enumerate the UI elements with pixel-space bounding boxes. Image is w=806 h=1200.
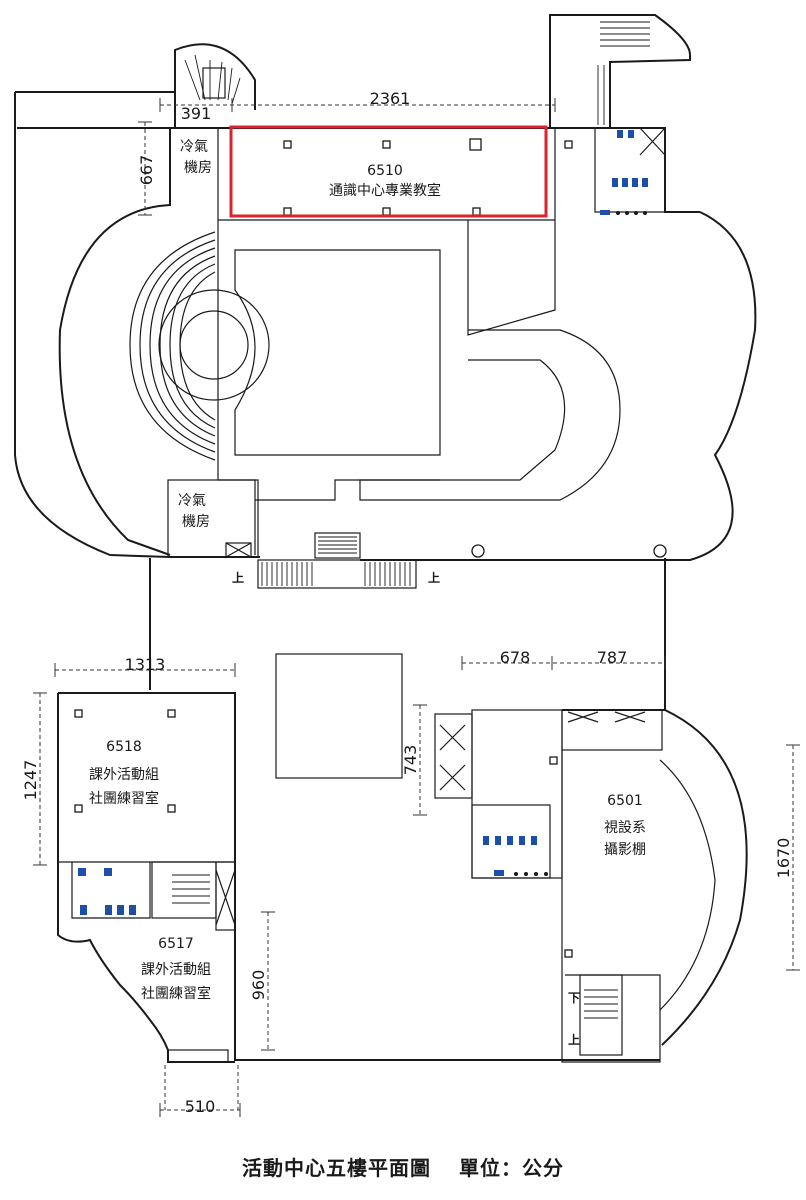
middle-ac-room bbox=[167, 479, 259, 558]
dim-787: 787 bbox=[597, 648, 628, 667]
center-stairs: 上 上 bbox=[232, 532, 440, 589]
ac-room-top-line2: 機房 bbox=[184, 160, 212, 176]
top-right-stair bbox=[549, 14, 691, 128]
dim-391: 391 bbox=[181, 104, 212, 123]
dim-667: 667 bbox=[137, 155, 156, 186]
room-6518-line1: 課外活動組 bbox=[89, 767, 159, 783]
plan-unit: 單位：公分 bbox=[459, 1156, 564, 1180]
dimension-lines bbox=[33, 98, 800, 1117]
south-columns bbox=[471, 544, 667, 558]
ac-room-mid-line1: 冷氣 bbox=[178, 493, 206, 509]
dim-1247: 1247 bbox=[21, 760, 40, 801]
dim-960: 960 bbox=[249, 970, 268, 1001]
dim-2361: 2361 bbox=[370, 89, 411, 108]
stair-up-mark-lower: 上 bbox=[568, 1032, 580, 1047]
room-6517-number: 6517 bbox=[158, 936, 194, 952]
stair-down-mark: 下 bbox=[568, 991, 580, 1005]
room-6517-line1: 課外活動組 bbox=[141, 962, 211, 978]
room-6501-number: 6501 bbox=[607, 793, 643, 809]
stair-up-mark-right: 上 bbox=[428, 570, 440, 585]
room-6510-number: 6510 bbox=[367, 163, 403, 179]
room-6501-line1: 視設系 bbox=[604, 820, 646, 836]
room-6510-highlight[interactable] bbox=[229, 125, 548, 218]
dim-678: 678 bbox=[500, 648, 531, 667]
dim-1313: 1313 bbox=[125, 655, 166, 674]
room-6518-line2: 社團練習室 bbox=[89, 790, 159, 807]
dim-510: 510 bbox=[185, 1097, 216, 1116]
central-void bbox=[275, 653, 403, 779]
ac-room-top-line1: 冷氣 bbox=[180, 139, 208, 155]
stair-up-mark-left: 上 bbox=[232, 570, 244, 585]
square-columns bbox=[74, 138, 573, 958]
ac-room-mid-line2: 機房 bbox=[182, 514, 210, 530]
room-6518-number: 6518 bbox=[106, 739, 142, 755]
lower-left-washroom bbox=[78, 861, 236, 931]
lower-right-block: 下 上 bbox=[434, 709, 748, 1063]
top-left-stair bbox=[174, 43, 256, 110]
room-6517-line2: 社團練習室 bbox=[141, 985, 211, 1002]
room-6510-name: 通識中心專業教室 bbox=[329, 182, 441, 199]
top-washroom bbox=[594, 127, 666, 215]
dim-743: 743 bbox=[401, 745, 420, 776]
bleacher-arcs bbox=[129, 231, 216, 461]
dim-1670: 1670 bbox=[774, 838, 793, 879]
room-6501-line2: 攝影棚 bbox=[604, 842, 646, 858]
plan-footer: 活動中心五樓平面圖 單位：公分 bbox=[0, 1152, 806, 1181]
plan-title: 活動中心五樓平面圖 bbox=[242, 1156, 431, 1180]
